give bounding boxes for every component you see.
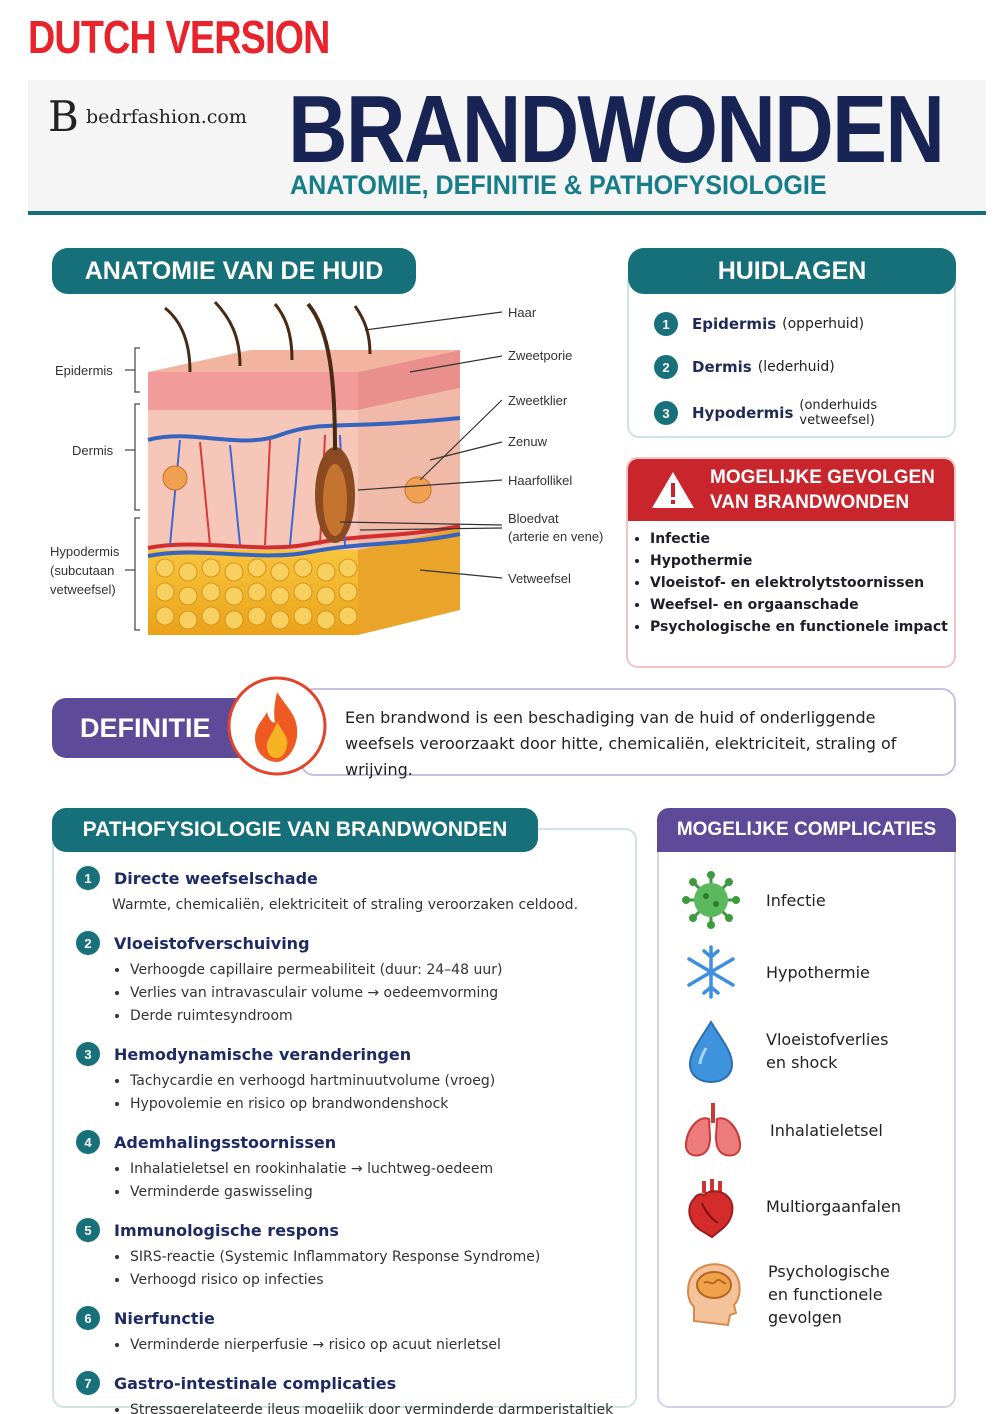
step-number: 5 — [76, 1218, 100, 1242]
patho-heading: PATHOFYSIOLOGIE VAN BRANDWONDEN — [52, 808, 538, 852]
consequences-box: MOGELIJKE GEVOLGEN VAN BRANDWONDEN Infec… — [626, 457, 956, 668]
logo-mark: B — [48, 92, 79, 141]
epidermis-layer — [148, 372, 358, 410]
language-banner: DUTCH VERSION — [28, 11, 330, 63]
page-subtitle: ANATOMIE, DEFINITIE & PATHOFYSIOLOGIE — [290, 170, 827, 200]
bullet-item: Stressgerelateerde ileus mogelijk door v… — [130, 1399, 636, 1414]
label-haar: Haar — [508, 305, 537, 320]
page-title: BRANDWONDEN — [288, 76, 945, 183]
list-item: Inhalatieletsel — [682, 1094, 952, 1166]
label-dermis: Dermis — [72, 443, 114, 458]
list-item: Psychologische en functionele gevolgen — [682, 1246, 952, 1342]
list-item: 3 Hemodynamische veranderingenTachycardie… — [76, 1042, 636, 1116]
label-zweetklier: Zweetklier — [508, 393, 568, 408]
patho-box — [52, 828, 637, 1408]
definition-box — [300, 688, 956, 776]
step-number: 4 — [76, 1130, 100, 1154]
label-bloedvat: Bloedvat (arterie en vene) — [508, 511, 604, 544]
bullet-item: Verhoogde capillaire permeabiliteit (duu… — [130, 959, 636, 982]
list-item: Hypothermie — [682, 936, 952, 1008]
bullet-item: Derde ruimtesyndroom — [130, 1005, 636, 1028]
step-number: 1 — [76, 866, 100, 890]
step-title: Directe weefselschade — [114, 868, 318, 888]
list-item: 7 Gastro-intestinale complicatiesStressge… — [76, 1371, 636, 1414]
step-number: 6 — [76, 1306, 100, 1330]
header — [28, 80, 986, 215]
list-item: Hypothermie — [650, 553, 954, 569]
label-zenuw: Zenuw — [508, 434, 548, 449]
step-title: Immunologische respons — [114, 1220, 339, 1240]
label-hypodermis: Hypodermis (subcutaan vetweefsel) — [50, 544, 120, 597]
bullet-item: Verminderde gaswisseling — [130, 1181, 636, 1204]
step-number: 3 — [76, 1042, 100, 1066]
droplet-icon — [688, 1020, 734, 1084]
brain-head-icon — [687, 1263, 741, 1327]
list-item: 6 NierfunctieVerminderde nierperfusie → r… — [76, 1306, 636, 1357]
list-item: Psychologische en functionele impact — [650, 619, 954, 635]
snowflake-icon — [687, 945, 735, 999]
list-item: Weefsel- en orgaanschade — [650, 597, 954, 613]
complications-heading: MOGELIJKE COMPLICATIES — [657, 808, 956, 852]
label-zweetporie: Zweetporie — [508, 348, 573, 363]
list-item: Infectie — [682, 864, 952, 936]
bullet-item: SIRS-reactie (Systemic Inflammatory Resp… — [130, 1246, 636, 1269]
bullet-item: Verlies van intravasculair volume → oede… — [130, 982, 636, 1005]
step-title: Vloeistofverschuiving — [114, 933, 310, 953]
lungs-icon — [684, 1103, 742, 1157]
label-epidermis: Epidermis — [55, 363, 113, 378]
list-item: Multiorgaanfalen — [682, 1166, 952, 1246]
layers-box — [627, 270, 956, 438]
label-haarfollikel: Haarfollikel — [508, 473, 573, 488]
step-title: Ademhalingsstoornissen — [114, 1132, 337, 1152]
list-item: Vloeistofverlies en shock — [682, 1008, 952, 1094]
list-item: Vloeistof- en elektrolytstoornissen — [650, 575, 954, 591]
warning-icon — [652, 472, 694, 508]
step-text: Warmte, chemicaliën, elektriciteit of st… — [112, 897, 579, 913]
step-title: Gastro-intestinale complicaties — [114, 1373, 397, 1393]
bullet-item: Verminderde nierperfusie → risico op acu… — [130, 1334, 636, 1357]
skin-diagram — [125, 300, 503, 635]
label-vetweefsel: Vetweefsel — [508, 571, 571, 586]
definition-text: Een brandwond is een beschadiging van de… — [345, 708, 897, 779]
complications-list: Infectie Hypothermie Vloeistofverlies en… — [682, 864, 952, 1342]
step-title: Hemodynamische veranderingen — [114, 1044, 412, 1064]
bullet-item: Tachycardie en verhoogd hartminuutvolume… — [130, 1070, 636, 1093]
bullet-item: Hypovolemie en risico op brandwondenshoc… — [130, 1093, 636, 1116]
step-number: 7 — [76, 1371, 100, 1395]
virus-icon — [682, 871, 740, 929]
anatomy-heading: ANATOMIE VAN DE HUID — [52, 248, 416, 294]
bullet-item: Verhoogd risico op infecties — [130, 1269, 636, 1292]
consequences-list: Infectie Hypothermie Vloeistof- en elekt… — [628, 521, 954, 635]
skin-top-face — [148, 350, 460, 372]
step-number: 2 — [76, 931, 100, 955]
fire-icon — [227, 676, 327, 776]
list-item: 4 AdemhalingsstoornissenInhalatieletsel e… — [76, 1130, 636, 1204]
heart-icon — [688, 1179, 734, 1239]
bullet-item: Inhalatieletsel en rookinhalatie → lucht… — [130, 1158, 636, 1181]
list-item: 5 Immunologische responsSIRS-reactie (Sys… — [76, 1218, 636, 1292]
list-item: 2 VloeistofverschuivingVerhoogde capillai… — [76, 931, 636, 1028]
step-title: Nierfunctie — [114, 1308, 215, 1328]
logo-text: bedrfashion.com — [86, 106, 247, 128]
list-item: Infectie — [650, 531, 954, 547]
consequences-heading: MOGELIJKE GEVOLGEN VAN BRANDWONDEN — [710, 467, 935, 513]
layers-heading: HUIDLAGEN — [628, 248, 956, 294]
